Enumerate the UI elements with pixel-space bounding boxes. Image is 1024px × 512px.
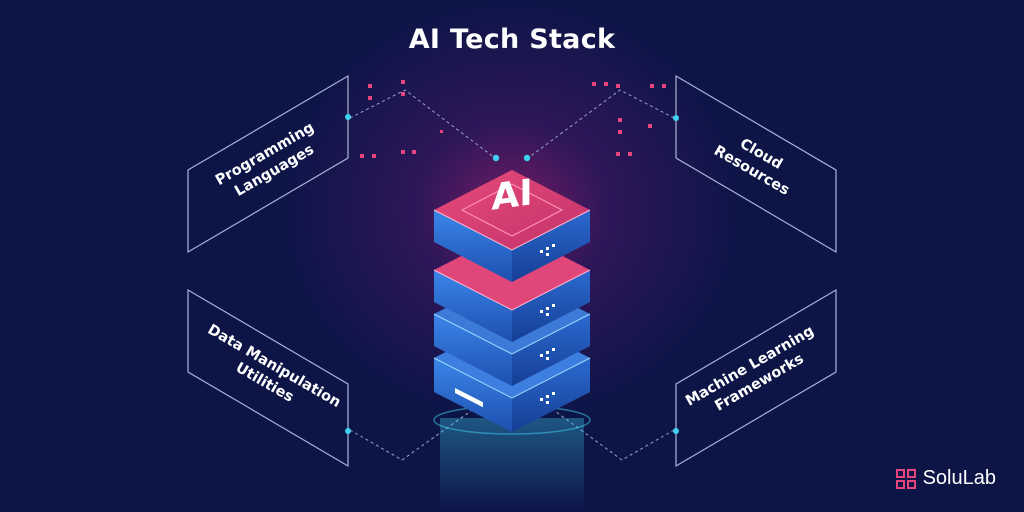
diagram-title: AI Tech Stack (408, 24, 616, 55)
connector-dot (492, 154, 500, 162)
brand: SoluLab (895, 467, 996, 490)
connector-dot (673, 115, 679, 121)
panel-machine-learning (675, 288, 837, 468)
panel-data-manipulation (187, 288, 349, 468)
connector-dot (523, 154, 531, 162)
center-ai-label: AI (491, 170, 532, 219)
solulab-logo-icon (895, 468, 916, 489)
connector-top-left (349, 89, 496, 159)
brand-name: SoluLab (922, 467, 996, 489)
connector-top-right (527, 89, 675, 159)
light-beam (440, 418, 584, 512)
connector-dot (345, 114, 351, 120)
panel-programming-languages (187, 74, 349, 254)
panel-cloud-resources (675, 74, 837, 254)
server-layer-1 (433, 170, 591, 282)
server-stack: AI (433, 170, 591, 432)
connector-dot (673, 428, 679, 434)
connector-dot (345, 428, 351, 434)
decorative-pixels (360, 80, 666, 158)
